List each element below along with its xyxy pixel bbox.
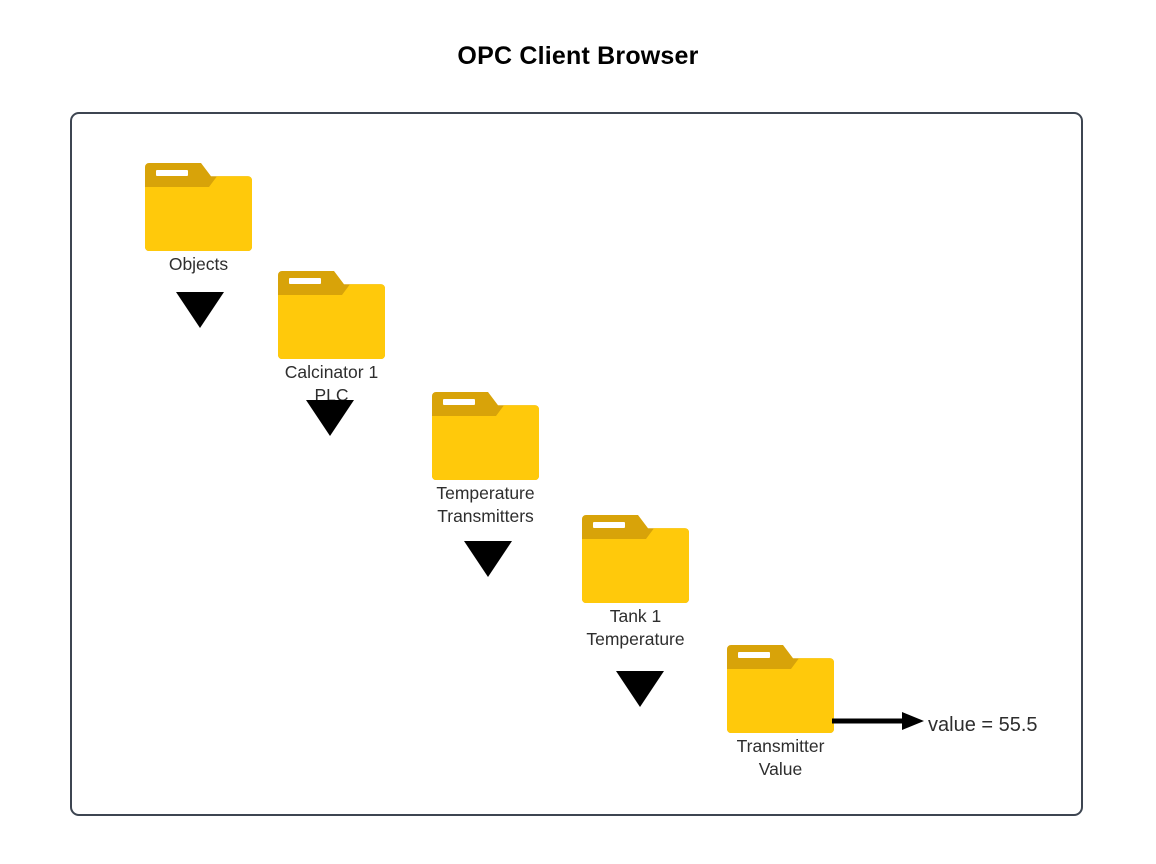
- tree-node-label: Transmitter Value: [736, 736, 825, 779]
- folder-icon[interactable]: [727, 645, 834, 733]
- tree-node-tank-1-temperature[interactable]: Tank 1 Temperature: [582, 515, 689, 651]
- triangle-down-icon: [176, 292, 224, 328]
- arrow-right-icon: [832, 710, 924, 732]
- page-title: OPC Client Browser: [457, 42, 699, 70]
- triangle-down-icon: [464, 541, 512, 577]
- folder-icon[interactable]: [432, 392, 539, 480]
- folder-icon[interactable]: [278, 271, 385, 359]
- tree-node-transmitter-value[interactable]: Transmitter Value: [727, 645, 834, 781]
- tree-node-calcinator-1-plc[interactable]: Calcinator 1 PLC: [278, 271, 385, 407]
- tree-node-label: Tank 1 Temperature: [586, 606, 685, 649]
- tree-node-temperature-transmitters[interactable]: Temperature Transmitters: [432, 392, 539, 528]
- triangle-down-icon: [306, 400, 354, 436]
- triangle-down-icon: [616, 671, 664, 707]
- tree-node-label: Objects: [168, 254, 229, 274]
- tree-node-objects[interactable]: Objects: [145, 163, 252, 276]
- folder-icon[interactable]: [145, 163, 252, 251]
- tree-node-label: Temperature Transmitters: [436, 483, 535, 526]
- value-readout: value = 55.5: [928, 714, 1038, 736]
- folder-icon[interactable]: [582, 515, 689, 603]
